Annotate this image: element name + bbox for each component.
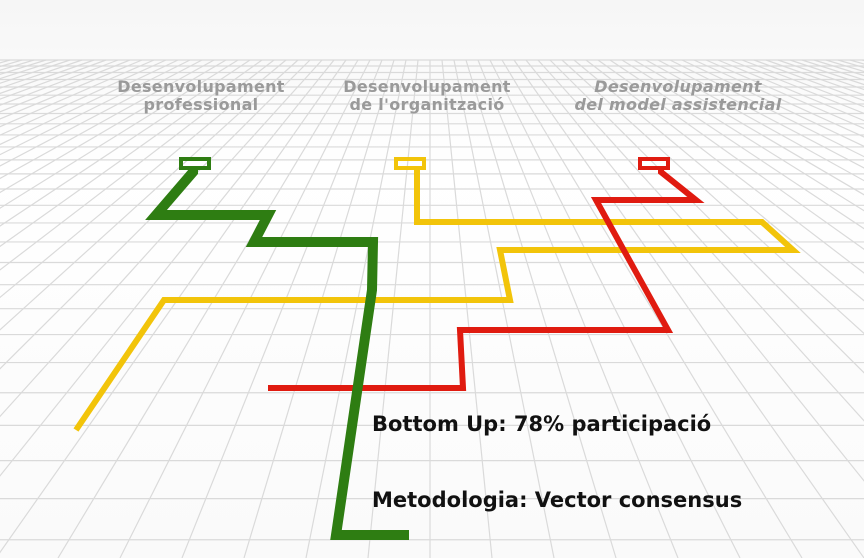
grid-line (585, 59, 864, 274)
grid-line (669, 59, 864, 158)
header-line2: professional (143, 95, 259, 114)
grid-line (0, 59, 215, 180)
grid-line (0, 59, 251, 227)
grid-line (0, 59, 191, 156)
grid-line (681, 59, 864, 147)
grid-line (609, 59, 864, 230)
grid-line (0, 59, 179, 146)
grid-line (0, 59, 275, 271)
route-markers (179, 157, 670, 170)
marker-yellow (394, 157, 426, 170)
header-line2: de l'organització (349, 95, 505, 114)
grid-line (0, 59, 227, 194)
header-line2: del model assistencial (574, 95, 782, 114)
participation-caption: Bottom Up: 78% participació (372, 412, 712, 436)
header-organization: Desenvolupament de l'organització (322, 78, 532, 114)
grid-line (573, 59, 864, 302)
header-professional: Desenvolupament professional (96, 78, 306, 114)
yellow-route (73, 168, 801, 432)
green-route (145, 168, 409, 540)
marker-red (638, 157, 670, 170)
grid-line (0, 59, 287, 299)
grid-line (0, 59, 239, 209)
marker-green (179, 157, 211, 170)
grid-line (645, 59, 864, 182)
header-line1: Desenvolupament (594, 77, 762, 96)
header-line1: Desenvolupament (117, 77, 285, 96)
header-line1: Desenvolupament (343, 77, 511, 96)
red-route (268, 168, 705, 391)
header-care-model: Desenvolupament del model assistencial (563, 78, 793, 114)
methodology-caption: Metodologia: Vector consensus (372, 488, 743, 512)
grid-line (621, 59, 864, 212)
grid-line (0, 59, 263, 248)
grid-line (657, 59, 864, 169)
grid-line (0, 59, 203, 167)
grid-line (633, 59, 864, 196)
grid-line (597, 59, 864, 250)
